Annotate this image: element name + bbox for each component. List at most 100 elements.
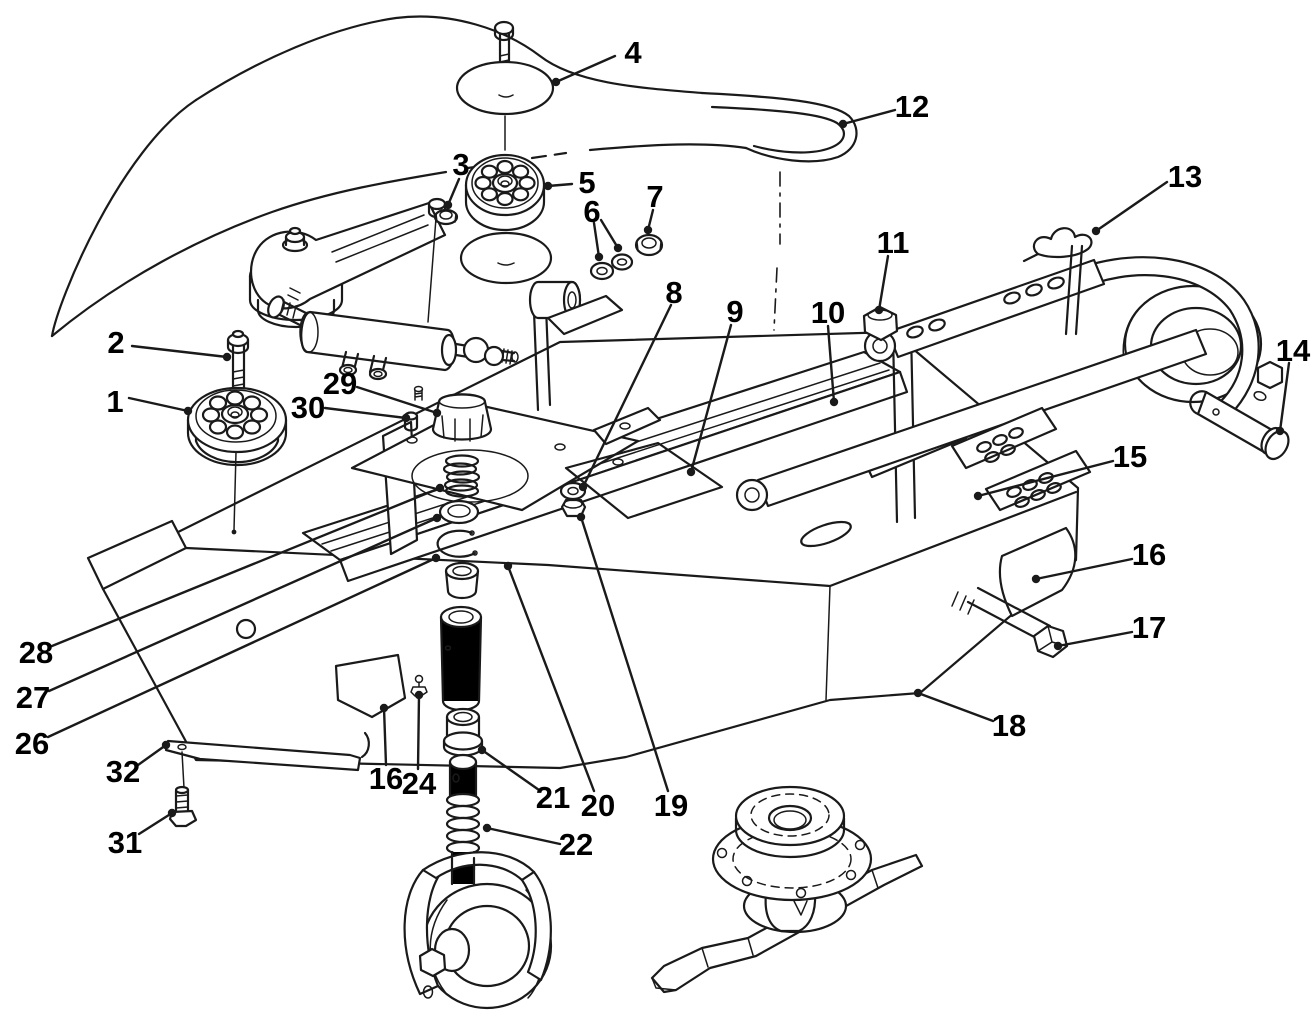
callout-12-dot (838, 119, 848, 129)
callout-27-leader (47, 516, 439, 693)
callout-7-label: 7 (646, 179, 663, 214)
callout-8-dot (578, 482, 588, 492)
washers-6 (589, 253, 634, 281)
callout-7-dot (643, 225, 653, 235)
callout-26-label: 26 (15, 726, 49, 761)
spindle-cap-29 (431, 393, 493, 442)
callout-1-dot (183, 406, 193, 416)
callout-6-leader-2 (599, 218, 620, 250)
axle-bolt (418, 947, 447, 978)
callout-3-dot (443, 200, 453, 210)
callout-29-leader (355, 385, 439, 415)
callout-15-leader (976, 459, 1115, 498)
callout-19-label: 19 (654, 788, 688, 823)
callout-6-leader-1 (592, 221, 601, 259)
callout-20-label: 20 (581, 788, 615, 823)
callout-31-label: 31 (108, 825, 142, 860)
callout-17-leader (1056, 630, 1134, 648)
callout-14-dot (1275, 426, 1285, 436)
callout-16-front-dot (379, 703, 389, 713)
callout-11-dot (874, 305, 884, 315)
callout-32-leader (136, 743, 168, 767)
callout-17-label: 17 (1132, 610, 1166, 645)
callout-22-dot (482, 823, 492, 833)
nut-19 (560, 498, 587, 518)
callout-20-dot (503, 561, 513, 571)
callout-18-dot (913, 688, 923, 698)
upper-bushing (444, 561, 480, 600)
callout-2-leader (130, 344, 229, 359)
callout-13-label: 13 (1168, 159, 1202, 194)
callout-30-leader (323, 406, 408, 420)
callout-5-dot (543, 181, 553, 191)
flange-nut-3 (433, 208, 459, 226)
callout-30-dot (401, 413, 411, 423)
callout-11-label: 11 (877, 225, 910, 260)
callout-21-dot (477, 745, 487, 755)
nut-11 (862, 305, 899, 342)
wear-strip-32 (164, 731, 370, 789)
callout-6-dot (594, 252, 604, 262)
callout-8-label: 8 (665, 275, 682, 310)
seal-ring-27 (438, 499, 480, 525)
callout-19-leader (579, 515, 670, 793)
clevis-pin-14 (1189, 390, 1290, 461)
deck-decal-16-front (334, 653, 407, 719)
deck-decal-9 (564, 441, 724, 520)
callout-11-leader (877, 254, 890, 312)
callout-26-leader (46, 556, 438, 739)
callout-27-dot (432, 513, 442, 523)
blade-spindle-assembly (650, 785, 924, 994)
callout-16-front-label: 16 (369, 761, 403, 796)
cotter-pin-13 (1022, 227, 1093, 263)
callout-21-label: 21 (536, 780, 570, 815)
callout-31-leader (137, 811, 174, 836)
callout-10-dot (829, 397, 839, 407)
caster-wheel (403, 851, 553, 1010)
callout-29-dot (432, 408, 442, 418)
skirt-plate-16-right (998, 526, 1077, 618)
callout-20-leader (506, 564, 596, 793)
callout-10-label: 10 (811, 295, 845, 330)
callout-22-leader (485, 826, 562, 846)
callout-16-right-label: 16 (1132, 537, 1166, 572)
callout-24-leader (416, 693, 421, 771)
callout-1-leader (127, 396, 190, 413)
callout-3-label: 3 (452, 147, 469, 182)
callout-13-dot (1091, 226, 1101, 236)
callout-27-label: 27 (16, 680, 50, 715)
callout-2-label: 2 (107, 325, 124, 360)
callout-9-leader (689, 323, 733, 474)
callout-13-leader (1094, 180, 1169, 233)
callout-28-leader (50, 486, 442, 648)
nut-7 (634, 233, 664, 257)
callout-22-label: 22 (559, 827, 593, 862)
callout-12-label: 12 (895, 89, 929, 124)
idler-pulley-5 (459, 153, 553, 285)
callout-4-leader (554, 54, 617, 84)
lift-cylinder (267, 287, 519, 381)
callout-5-label: 5 (578, 165, 595, 200)
callout-4-dot (551, 77, 561, 87)
callout-32-label: 32 (106, 754, 140, 789)
pulley-1 (186, 329, 288, 535)
callout-30-label: 30 (291, 390, 325, 425)
belt-guide-disc-4 (455, 20, 555, 151)
deck-roller (528, 280, 624, 412)
callout-16-right-leader (1034, 557, 1134, 581)
snap-ring-26 (436, 529, 478, 558)
spring-28 (442, 454, 481, 498)
height-strap (1064, 244, 1084, 336)
callout-14-leader (1278, 361, 1291, 433)
callout-12-leader (841, 108, 897, 126)
callout-29-label: 29 (323, 366, 357, 401)
idler-arm-bolt (281, 226, 309, 253)
lower-bushing-21 (442, 707, 484, 757)
callout-24-dot (414, 690, 424, 700)
callout-6-label: 6 (583, 194, 600, 229)
callout-1-label: 1 (106, 384, 123, 419)
callout-16-front-leader (382, 706, 388, 767)
callout-15-dot (973, 491, 983, 501)
